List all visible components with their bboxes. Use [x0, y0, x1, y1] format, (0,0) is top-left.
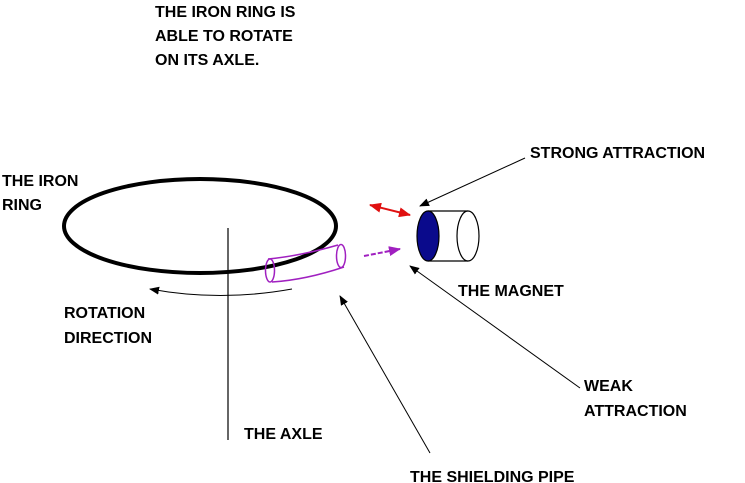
rotation-direction-label: ROTATION DIRECTION: [64, 305, 152, 347]
rotation-line-2: DIRECTION: [64, 330, 152, 347]
weak-attraction-label: WEAK ATTRACTION: [584, 378, 687, 420]
axle-label: THE AXLE: [244, 426, 323, 443]
iron-ring-line-1: THE IRON: [2, 173, 78, 190]
magnet: [416, 210, 480, 262]
shielding-pipe-leader: [339, 295, 431, 454]
iron-ring-label: THE IRON RING: [2, 173, 83, 214]
note-line-3: ON ITS AXLE.: [155, 52, 259, 69]
weak-line-2: ATTRACTION: [584, 403, 687, 420]
shielding-pipe-label: THE SHIELDING PIPE: [410, 469, 575, 483]
note-label: THE IRON RING IS ABLE TO ROTATE ON ITS A…: [155, 4, 300, 69]
iron-ring: [62, 177, 338, 275]
rotation-arrow: [149, 286, 293, 296]
magnet-label: THE MAGNET: [458, 283, 564, 300]
note-line-2: ABLE TO ROTATE: [155, 28, 293, 45]
strong-attraction-label: STRONG ATTRACTION: [530, 145, 705, 162]
magnet-pole: [416, 210, 440, 262]
iron-ring-line-2: RING: [2, 197, 42, 214]
strong-attraction-leader: [419, 157, 526, 207]
weak-line-1: WEAK: [584, 378, 633, 395]
weak-attraction-arrow: [363, 246, 401, 257]
weak-attraction-leader: [409, 265, 581, 389]
note-line-1: THE IRON RING IS: [155, 4, 296, 21]
rotation-line-1: ROTATION: [64, 305, 145, 322]
strong-attraction-arrow: [369, 202, 411, 218]
shielding-pipe: [264, 243, 347, 283]
